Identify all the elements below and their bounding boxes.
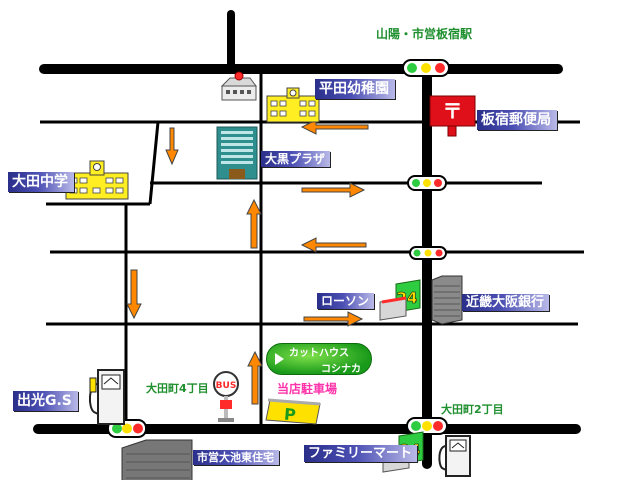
idemitsu-gs-label: 出光G.S	[13, 391, 78, 411]
kindergarten-label: 平田幼稚園	[315, 79, 395, 99]
oneway-arrow-right-2	[303, 311, 364, 327]
ota-2chome-label: 大田町2丁目	[441, 403, 504, 416]
parking-icon: P	[265, 398, 321, 425]
road-v-slant	[148, 121, 160, 205]
ota-4chome-label: 大田町4丁目	[146, 382, 209, 395]
gas-station-icon	[88, 369, 125, 425]
cut-house-label: カットハウス	[289, 348, 349, 359]
housing-building-icon	[121, 439, 193, 480]
convenience-store-icon: 24	[379, 279, 421, 321]
police-box-icon	[220, 71, 257, 101]
post-office-icon: 〒	[429, 95, 476, 137]
traffic-signal-5	[406, 417, 448, 435]
bus-stop-icon: BUS	[213, 371, 239, 422]
cut-house-koshinaka-marker: カットハウス コシナカ	[266, 343, 372, 375]
municipal-housing-label: 市営大池東住宅	[193, 450, 279, 465]
office-building-icon	[216, 126, 258, 180]
oneway-arrow-right-1	[301, 182, 366, 198]
middle-school-label: 大田中学	[8, 172, 74, 192]
oneway-arrow-down-2	[126, 269, 142, 320]
lawson-label: ローソン	[317, 293, 375, 309]
station-label: 山陽・市営板宿駅	[376, 27, 473, 41]
daikoku-plaza-label: 大黒プラザ	[261, 151, 331, 167]
post-office-label: 板宿郵便局	[477, 110, 557, 130]
play-icon	[275, 353, 284, 365]
traffic-signal-1	[402, 59, 450, 77]
school-building-icon	[65, 160, 129, 200]
bank-label: 近畿大阪銀行	[462, 294, 550, 311]
oneway-arrow-left-2	[300, 237, 367, 253]
store-parking-label: 当店駐車場	[277, 382, 338, 396]
koshinaka-label: コシナカ	[321, 364, 361, 375]
parking-mark-icon: P	[283, 405, 297, 425]
traffic-signals	[107, 59, 450, 438]
family-mart-label: ファミリーマート	[304, 445, 418, 462]
oneway-arrow-up-1	[246, 198, 262, 249]
oneway-arrow-down-1	[165, 127, 179, 166]
bus-stop-mark: BUS	[216, 381, 237, 391]
gas-station-icon	[438, 435, 471, 477]
oneway-arrow-up-2	[247, 350, 263, 405]
kindergarten-building-icon	[266, 87, 320, 123]
traffic-signal-3	[409, 246, 447, 260]
bank-building-icon	[431, 275, 463, 325]
post-mark-icon: 〒	[443, 99, 463, 123]
traffic-signal-2	[407, 175, 447, 191]
